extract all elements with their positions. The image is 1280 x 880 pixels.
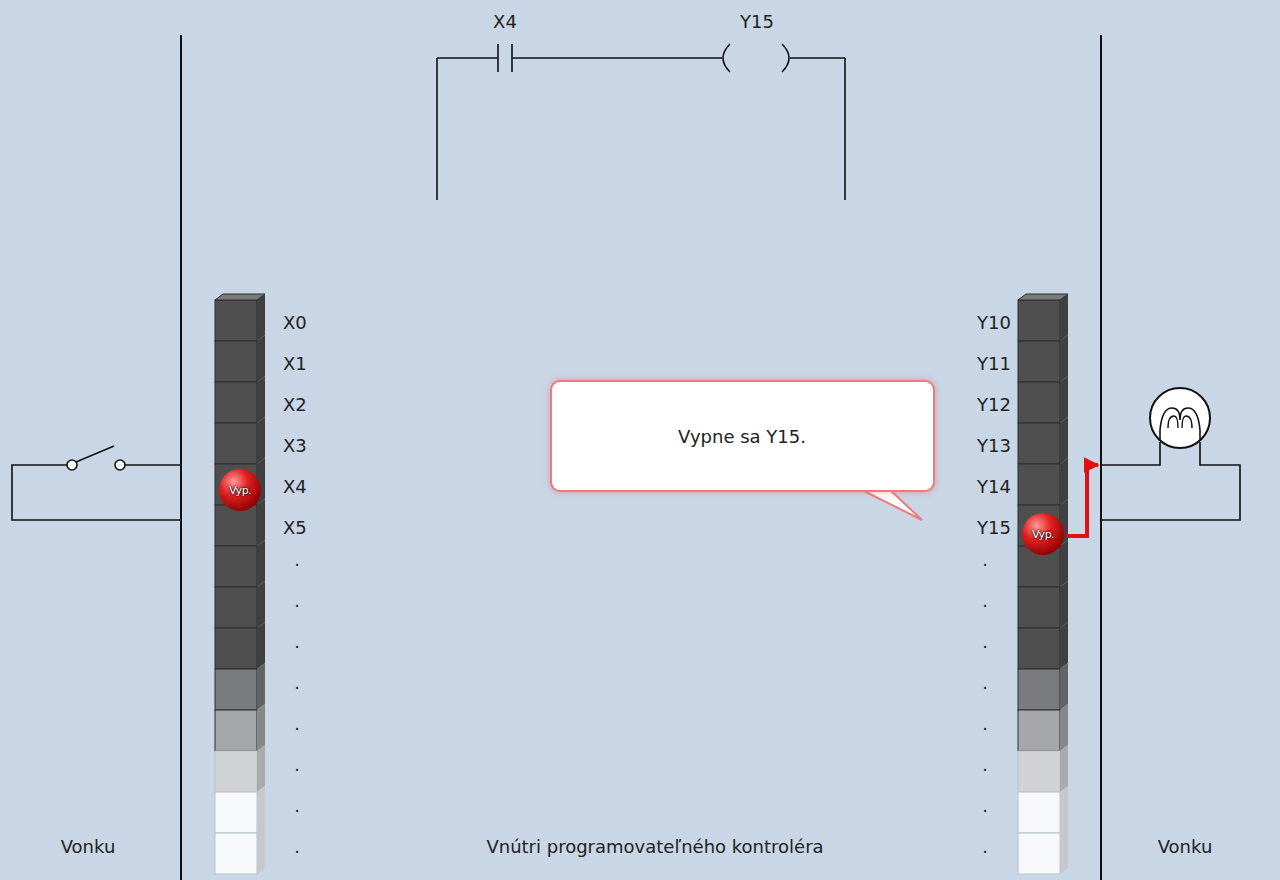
memory-cell	[215, 376, 265, 423]
signal-label: Vnútri programovateľného kontroléra	[486, 838, 823, 856]
callout-box: Vypne sa Y15.	[550, 380, 935, 492]
signal-label: Y11	[977, 355, 1011, 373]
output-signal-line	[1067, 465, 1098, 536]
signal-label: Y15	[977, 519, 1011, 537]
state-text: Vyp.	[1032, 528, 1054, 541]
signal-label: Y12	[977, 396, 1011, 414]
signal-label: X2	[283, 396, 307, 414]
memory-cell	[215, 335, 265, 382]
ellipsis-dot: .	[294, 592, 300, 610]
callout-text: Vypne sa Y15.	[678, 426, 806, 447]
signal-label: X0	[283, 314, 307, 332]
memory-cell	[1018, 458, 1068, 505]
output-memory	[1018, 294, 1068, 874]
memory-cell	[1018, 335, 1068, 382]
ellipsis-dot: .	[294, 838, 300, 856]
state-text: Vyp.	[229, 484, 251, 497]
ellipsis-dot: .	[982, 797, 988, 815]
ellipsis-dot: .	[982, 633, 988, 651]
memory-cell	[215, 827, 265, 874]
memory-cell	[1018, 704, 1068, 751]
switch-circuit	[12, 446, 181, 520]
lamp-circuit	[1101, 388, 1240, 520]
boundary-line	[180, 35, 182, 880]
ellipsis-dot: .	[294, 633, 300, 651]
ellipsis-dot: .	[294, 551, 300, 569]
signal-label: Y10	[977, 314, 1011, 332]
memory-cell	[1018, 581, 1068, 628]
ellipsis-dot: .	[294, 715, 300, 733]
input-memory	[215, 294, 265, 874]
ladder-rung	[437, 44, 845, 200]
memory-cell	[1018, 786, 1068, 833]
signal-label: X1	[283, 355, 307, 373]
memory-cell	[1018, 745, 1068, 792]
signal-label: X4	[283, 478, 307, 496]
ellipsis-dot: .	[294, 797, 300, 815]
memory-cell	[215, 663, 265, 710]
memory-cell	[1018, 622, 1068, 669]
ellipsis-dot: .	[982, 592, 988, 610]
memory-cell	[1018, 827, 1068, 874]
memory-cell	[215, 581, 265, 628]
memory-cell	[215, 786, 265, 833]
signal-label: X3	[283, 437, 307, 455]
signal-label: Y13	[977, 437, 1011, 455]
signal-label: Vonku	[61, 838, 116, 856]
signal-label: Vonku	[1158, 838, 1213, 856]
ellipsis-dot: .	[294, 756, 300, 774]
memory-cell	[1018, 417, 1068, 464]
ellipsis-dot: .	[982, 551, 988, 569]
signal-label: X4	[493, 13, 517, 31]
ellipsis-dot: .	[982, 838, 988, 856]
signal-ball: Vyp.	[1021, 512, 1065, 556]
boundary-line	[1100, 35, 1102, 880]
memory-cell	[215, 417, 265, 464]
memory-cell	[215, 745, 265, 792]
memory-cell	[215, 704, 265, 751]
signal-ball: Vyp.	[218, 468, 262, 512]
ellipsis-dot: .	[982, 756, 988, 774]
callout-tail	[858, 488, 922, 520]
ellipsis-dot: .	[982, 674, 988, 692]
ellipsis-dot: .	[294, 674, 300, 692]
memory-cell	[1018, 376, 1068, 423]
signal-label: X5	[283, 519, 307, 537]
signal-label: Y15	[740, 13, 774, 31]
memory-cell	[1018, 663, 1068, 710]
memory-cell	[1018, 294, 1068, 341]
memory-cell	[215, 622, 265, 669]
signal-label: Y14	[977, 478, 1011, 496]
ellipsis-dot: .	[982, 715, 988, 733]
memory-cell	[215, 540, 265, 587]
memory-cell	[215, 294, 265, 341]
